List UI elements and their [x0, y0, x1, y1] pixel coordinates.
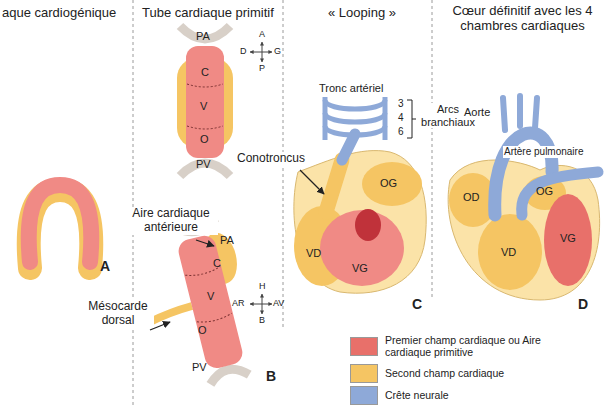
annotation-label: Tronc artériel: [318, 82, 384, 95]
annotation-label: O: [200, 133, 209, 146]
panel-letter: C: [412, 296, 422, 312]
annotation-label: 6: [398, 126, 404, 138]
compass: [250, 294, 272, 314]
annotation-label: V: [200, 100, 207, 113]
annotation-label: VG: [352, 262, 368, 275]
compass: [250, 42, 272, 62]
legend-text: Second champ cardiaque: [385, 367, 555, 379]
annotation-label: V: [207, 290, 214, 303]
legend-text: Premier champ cardiaque ou Aire cardiaqu…: [385, 334, 555, 358]
annotation-label: OG: [536, 185, 553, 198]
annotation-label: H: [259, 281, 266, 291]
annotation-label: aque cardiogénique: [2, 6, 116, 21]
annotation-label: PV: [192, 361, 207, 374]
annotation-label: B: [259, 315, 265, 325]
legend-entry: Crête neurale: [350, 386, 555, 405]
annotation-label: Mésocarde dorsal: [82, 300, 154, 328]
annotation-label: OG: [380, 177, 397, 190]
annotation-label: Tube cardiaque primitif: [142, 6, 274, 21]
primitive-tube: [177, 26, 233, 176]
annotation-label: PV: [196, 158, 211, 171]
annotation-label: Aire cardiaque antérieure: [124, 207, 218, 235]
annotation-label: 4: [398, 112, 404, 124]
legend-text: Crête neurale: [385, 389, 555, 401]
annotation-label: « Looping »: [328, 6, 396, 21]
annotation-label: D: [240, 46, 247, 56]
legend-swatch: [350, 386, 378, 405]
annotation-label: Aorte: [464, 106, 490, 119]
primitive-tube-side: [150, 216, 265, 385]
legend-entry: Second champ cardiaque: [350, 364, 555, 383]
annotation-label: PA: [220, 234, 234, 247]
annotation-label: 3: [398, 98, 404, 110]
annotation-label: G: [274, 46, 281, 56]
legend-swatch: [350, 364, 378, 383]
cardiac-crescent: [29, 185, 92, 268]
annotation-label: PA: [196, 30, 210, 43]
annotation-label: VD: [306, 247, 321, 260]
annotation-label: AV: [273, 298, 284, 308]
panel-letter: D: [578, 296, 588, 312]
annotation-label: Cœur définitif avec les 4 chambres cardi…: [440, 4, 605, 34]
looping-heart: [294, 97, 426, 293]
annotation-label: Artère pulmonaire: [503, 146, 584, 158]
panel-letter: B: [266, 368, 276, 384]
annotation-label: C: [201, 66, 209, 79]
annotation-label: C: [213, 257, 221, 270]
annotation-label: O: [198, 324, 207, 337]
annotation-label: VD: [501, 246, 516, 259]
legend-swatch: [350, 337, 378, 356]
annotation-label: OD: [463, 191, 480, 204]
legend-entry: Premier champ cardiaque ou Aire cardiaqu…: [350, 334, 555, 358]
annotation-label: Conotroncus: [236, 152, 306, 166]
annotation-label: VG: [560, 232, 576, 245]
annotation-label: A: [259, 29, 265, 39]
annotation-label: P: [259, 63, 265, 73]
annotation-label: AR: [232, 298, 245, 308]
panel-letter: A: [100, 258, 110, 274]
